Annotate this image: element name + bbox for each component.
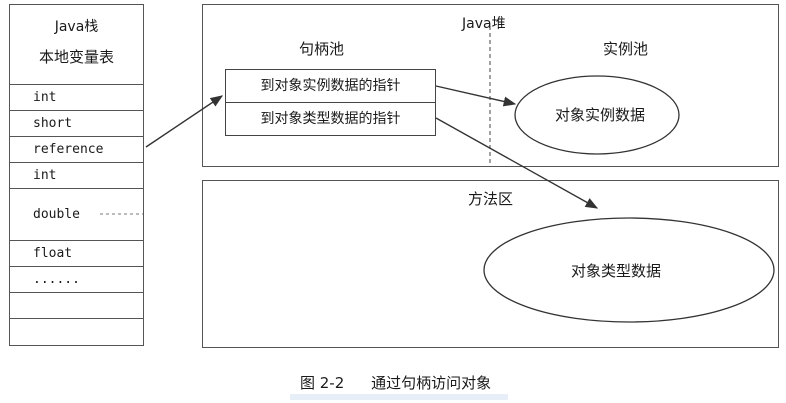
reference-arrow bbox=[145, 95, 224, 148]
stack-row-float: float bbox=[9, 240, 144, 266]
instance-data-label: 对象实例数据 bbox=[555, 106, 646, 124]
stack-row-int: int bbox=[9, 84, 144, 110]
stack-row-empty-2 bbox=[9, 318, 144, 346]
instance-pool-title: 实例池 bbox=[603, 40, 649, 58]
stack-row-empty-1 bbox=[9, 292, 144, 318]
figure-caption: 图 2-2 通过句柄访问对象 bbox=[300, 372, 491, 393]
stack-row-short: short bbox=[9, 110, 144, 136]
type-data-ellipse bbox=[483, 217, 775, 323]
java-stack bbox=[9, 4, 144, 346]
stack-row-reference: reference bbox=[9, 136, 144, 162]
handle-pool-title: 句柄池 bbox=[299, 40, 345, 58]
figure-number: 图 2-2 bbox=[300, 374, 345, 392]
stack-row-double: double bbox=[9, 188, 144, 240]
stack-row-double-label: double bbox=[33, 207, 84, 222]
type-data-label: 对象类型数据 bbox=[571, 262, 662, 280]
caption-underline-band bbox=[290, 394, 508, 400]
heap-title: Java堆 bbox=[462, 16, 506, 32]
instance-pointer-arrow bbox=[435, 85, 517, 107]
instance-data-pointer: 到对象实例数据的指针 bbox=[225, 69, 436, 103]
type-pointer-arrow bbox=[435, 117, 599, 209]
stack-row-int-2: int bbox=[9, 162, 144, 188]
method-area-title: 方法区 bbox=[468, 190, 514, 208]
instance-data-ellipse bbox=[514, 75, 680, 155]
type-data-pointer: 到对象类型数据的指针 bbox=[225, 102, 436, 136]
figure-caption-text: 通过句柄访问对象 bbox=[371, 374, 492, 392]
stack-title: Java栈 bbox=[54, 19, 99, 35]
stack-subtitle: 本地变量表 bbox=[38, 48, 114, 66]
stack-row-ellipsis: ...... bbox=[9, 266, 144, 292]
